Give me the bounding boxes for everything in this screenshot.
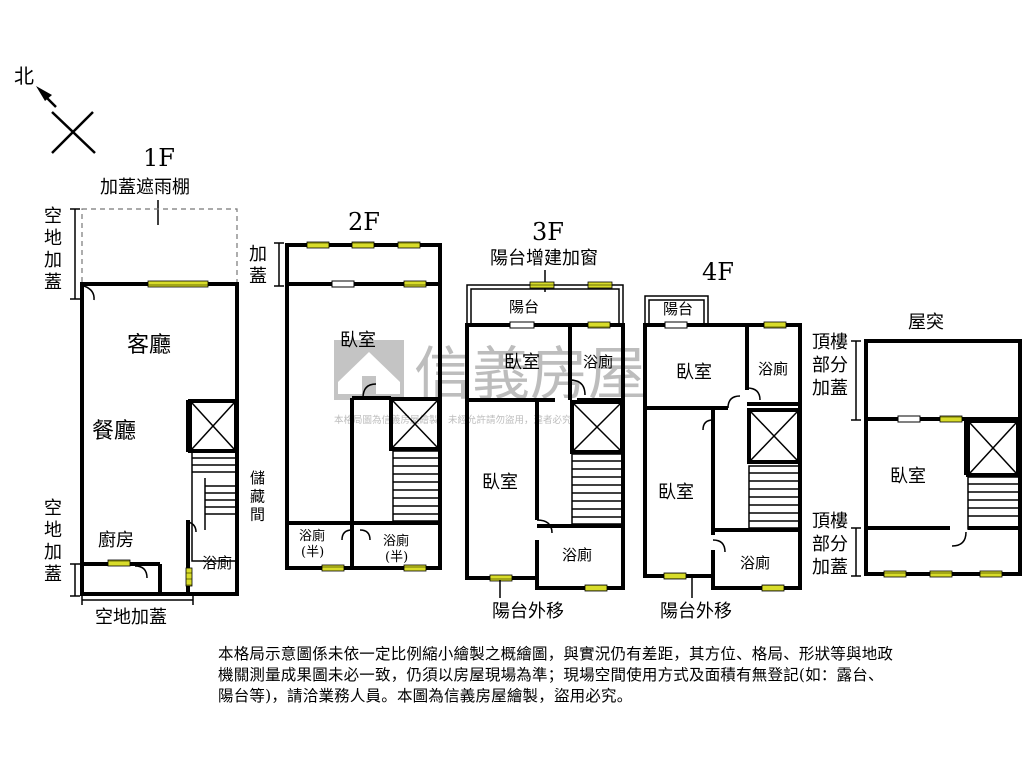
staircase [748,465,800,529]
floor-3f-title: 3F [532,218,564,246]
watermark-small-text: 本格局圖為信義房屋繪製，未經允許請勿盜用，違者必究 [334,414,572,426]
room-bath-1f: 浴廁 [202,554,232,572]
balcony-note-3f: 陽台增建加窗 [490,248,598,269]
floor-1f-side-bottom-label: 空地加蓋 [44,498,62,585]
floor-1f-side-top-label: 空地加蓋 [44,206,62,293]
elevator-shaft [570,400,624,454]
door-swing [83,285,95,301]
floor-1f-bottom-label: 空地加蓋 [95,607,167,628]
room-bedroom-2f: 臥室 [340,330,376,351]
floor-2f: 2F 加蓋 臥室 浴 [249,208,442,572]
floor-1f: 1F 加蓋遮雨棚 空地加蓋 [44,144,265,628]
compass-cross [51,111,94,154]
staircase [967,476,1021,530]
roof-top-line-3: 加蓋 [812,378,848,399]
compass: 北 [14,64,96,154]
roof-bottom-line-1: 頂樓 [812,511,848,532]
canopy-outline [81,208,238,285]
floor-roof-outline [864,339,1022,576]
room-bedroom-3f-front: 臥室 [504,352,540,373]
room-bedroom-4f-front: 臥室 [676,362,712,383]
staircase [191,450,237,562]
room-half-bath-2f-b: 浴廁(半) [383,533,409,565]
floor-2f-side-label: 加蓋 [249,244,267,287]
disclaimer-text: 本格局示意圖係未依一定比例縮小繪製之概繪圖，與實況仍有差距，其方位、格局、形狀等… [218,645,894,705]
floor-3f: 3F 陽台增建加窗 陽台 [465,218,625,622]
floor-4f-bottom-label: 陽台外移 [660,601,732,622]
room-half-bath-2f-a: 浴廁(半) [299,528,325,560]
floor-4f: 4F 陽台 臥室 浴廁 臥室 [643,258,802,622]
roof-top-line-2: 部分 [812,355,848,376]
room-dining: 餐廳 [92,419,136,444]
roof-bottom-line-2: 部分 [812,534,848,555]
floor-4f-title: 4F [702,258,734,286]
compass-north-label: 北 [14,64,34,88]
floor-roof: 屋突 頂樓 部分 加蓋 臥室 [812,312,1022,578]
floor-3f-bottom-label: 陽台外移 [492,601,564,622]
north-arrow-icon [36,86,52,101]
staircase [571,453,623,525]
elevator-shaft [389,397,441,451]
room-living: 客廳 [127,333,171,358]
room-bath-4f-front: 浴廁 [758,360,788,378]
room-balcony-4f: 陽台 [663,300,693,318]
floor-1f-title: 1F [143,144,175,172]
room-bedroom-3f-rear: 臥室 [482,472,518,493]
roof-top-line-1: 頂樓 [812,332,848,353]
room-bath-3f-front: 浴廁 [583,353,613,371]
elevator-shaft [747,408,801,464]
room-balcony-3f: 陽台 [509,298,539,316]
floor-2f-outline [285,243,442,570]
room-bath-3f-rear: 浴廁 [562,546,592,564]
staircase [392,450,440,522]
room-kitchen: 廚房 [98,529,134,551]
window [147,280,209,288]
room-bath-4f-rear: 浴廁 [740,554,770,572]
floor-roof-title: 屋突 [908,312,944,333]
room-bedroom-roof: 臥室 [890,466,926,487]
floor-2f-title: 2F [348,208,380,236]
room-storage: 儲藏間 [250,469,265,524]
floor-roof-side-top-label: 頂樓 部分 加蓋 [812,332,854,399]
room-bedroom-4f-rear: 臥室 [658,482,694,503]
roof-bottom-line-3: 加蓋 [812,557,848,578]
canopy-label: 加蓋遮雨棚 [100,177,190,198]
floor-roof-side-bottom-label: 頂樓 部分 加蓋 [812,511,854,578]
watermark-brand: 信義房屋 [414,340,646,408]
